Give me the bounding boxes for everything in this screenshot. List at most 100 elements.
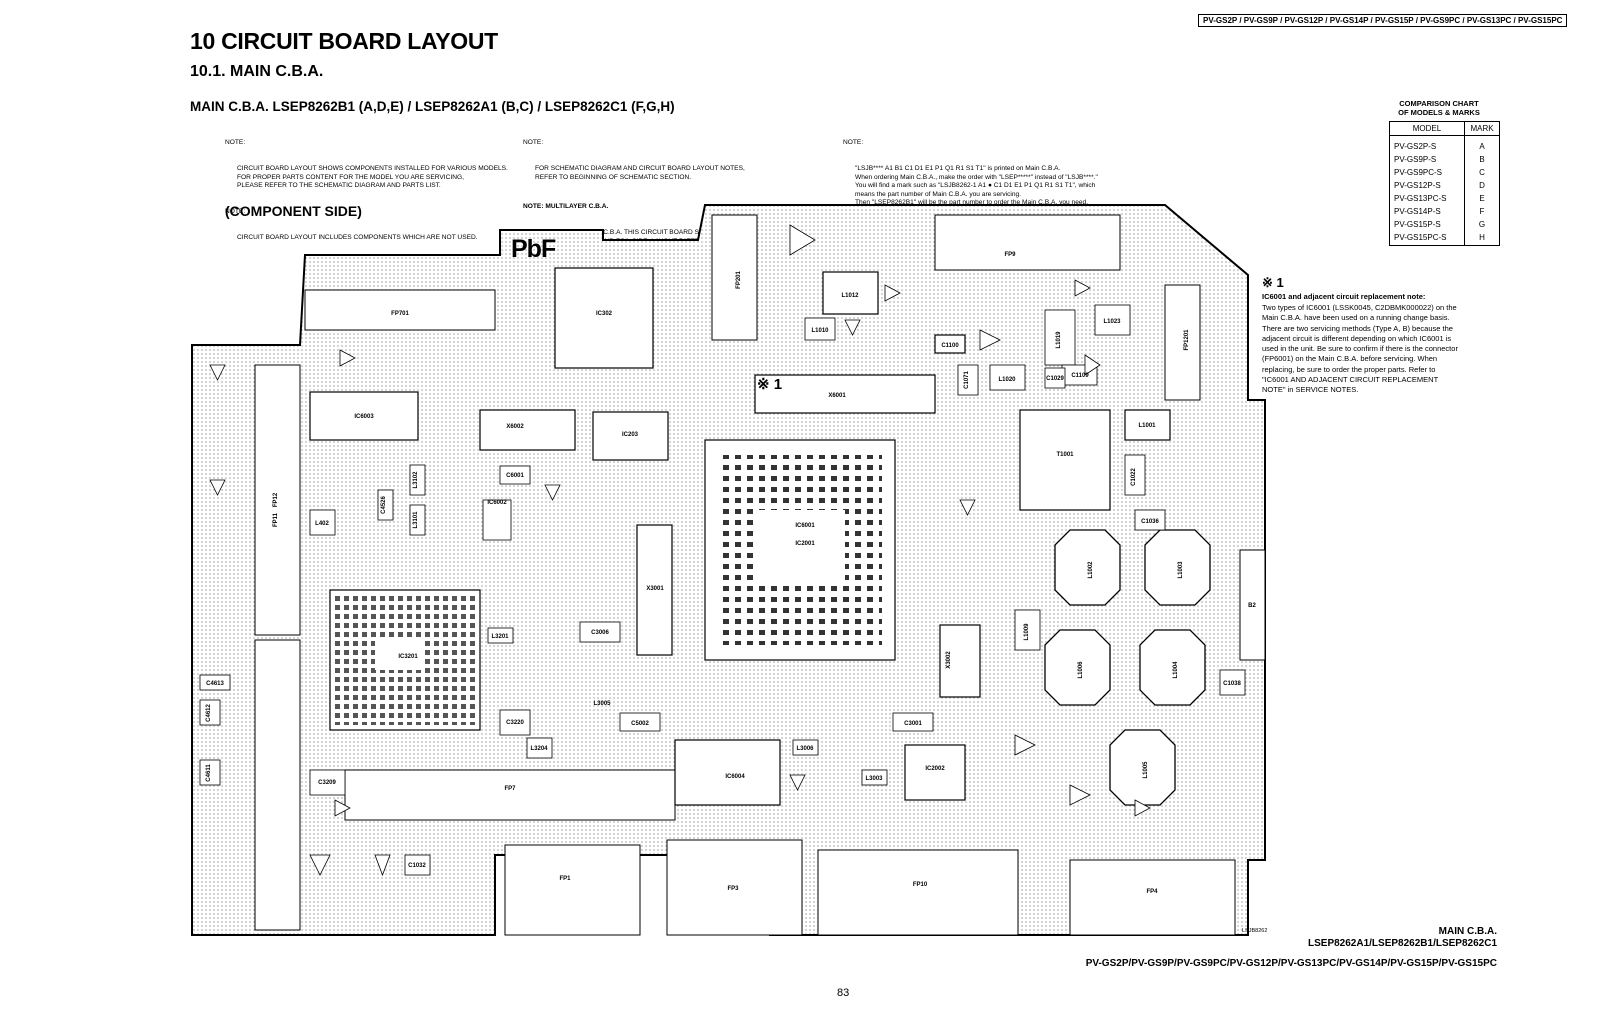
fp701-connector [304, 289, 496, 331]
c3220-label: C3220 [506, 720, 524, 726]
ic302-label: IC302 [596, 311, 613, 317]
comparison-chart-title: COMPARISON CHART OF MODELS & MARKS [1378, 99, 1500, 117]
c1022-label: C1022 [1131, 468, 1137, 486]
c5002-cap [619, 712, 661, 732]
b2-connector [1239, 549, 1266, 661]
l1003-inductor [1144, 529, 1211, 606]
l402-coil [309, 509, 336, 536]
fp201-label: FP201 [736, 271, 742, 289]
c1032-cap [404, 854, 431, 876]
note-column-1: NOTE: CIRCUIT BOARD LAYOUT SHOWS COMPONE… [225, 122, 508, 251]
transistor-symbol [544, 484, 561, 501]
ic203-label: IC203 [622, 432, 639, 438]
l1001-label: L1001 [1138, 423, 1156, 429]
t1001-transformer [1019, 409, 1111, 511]
l3201-label: L3201 [491, 634, 509, 640]
transistor-symbol [789, 224, 816, 256]
fp11-connector [254, 639, 301, 931]
c4613-cap [199, 674, 231, 691]
l1020-coil [989, 364, 1026, 391]
x3001-label: X3001 [646, 586, 664, 592]
fp11-label: FP11 [273, 512, 279, 527]
l3204-coil [526, 737, 553, 759]
l3006-coil [792, 739, 819, 756]
l1019-coil [1044, 309, 1076, 366]
fp4-connector [1069, 859, 1236, 936]
fp12-label: FP12 [273, 492, 279, 507]
l1002-label: L1002 [1088, 561, 1094, 579]
transistor-symbol [979, 329, 1001, 351]
ic6002-label: IC6002 [487, 500, 507, 506]
note-label: NOTE: [225, 207, 246, 215]
c3001-label: C3001 [904, 721, 922, 727]
fp12-connector [254, 364, 301, 636]
fp701-label: FP701 [391, 311, 409, 317]
mark-cell: F [1464, 205, 1500, 218]
c1071-label: C1071 [964, 371, 970, 389]
mark-cell: A [1464, 135, 1500, 153]
c4612-label: C4612 [206, 704, 212, 722]
ic6001-reference-mark: ※ 1 [757, 376, 783, 393]
l1023-coil [1094, 304, 1131, 336]
l3006-label: L3006 [796, 746, 814, 752]
l3005-label: L3005 [593, 701, 611, 707]
x6002-label: X6002 [506, 424, 524, 430]
ic6003-label: IC6003 [354, 414, 374, 420]
fp7-label: FP7 [504, 786, 516, 792]
note-column-3: NOTE: "LSJB**** A1 B1 C1 D1 E1 P1 Q1 R1 … [843, 122, 1098, 217]
transistor-symbol [1084, 354, 1101, 376]
note-text: FOR SCHEMATIC DIAGRAM AND CIRCUIT BOARD … [535, 164, 745, 181]
l1020-label: L1020 [998, 377, 1016, 383]
fp1201-connector [1164, 284, 1201, 401]
l3101-label: L3101 [413, 511, 419, 529]
c3006-cap [579, 621, 621, 643]
c1038-label: C1038 [1223, 681, 1241, 687]
pbf-lead-free-mark: PbF [511, 235, 556, 263]
c1071-cap [957, 364, 979, 396]
transistor-symbol [789, 774, 806, 791]
x3001-crystal [636, 524, 673, 656]
x3002-label: X3002 [946, 651, 952, 669]
transistor-symbol [1134, 799, 1151, 817]
transistor-symbol [374, 854, 391, 877]
c1036-label: C1036 [1141, 519, 1159, 525]
fp1-label: FP1 [559, 876, 571, 882]
fp3-label: FP3 [727, 886, 739, 892]
l1012-coil [822, 271, 879, 315]
ic2002-label: IC2002 [925, 766, 945, 772]
l3003-coil [861, 769, 888, 786]
t1001-label: T1001 [1056, 452, 1074, 458]
c4611-cap [199, 759, 221, 786]
ic2002-chip [904, 744, 966, 801]
c1100-label: C1100 [941, 343, 959, 349]
transistor-symbol [1074, 279, 1091, 297]
note-text: CIRCUIT BOARD LAYOUT SHOWS COMPONENTS IN… [237, 164, 508, 190]
fp10-connector [817, 849, 1019, 936]
l1004-label: L1004 [1173, 661, 1179, 679]
l1002-inductor [1054, 529, 1121, 606]
x6001-crystal [754, 374, 936, 414]
c4613-label: C4613 [206, 681, 224, 687]
chart-title-line: OF MODELS & MARKS [1398, 107, 1480, 117]
footer-part-numbers: LSEP8262A1/LSEP8262B1/LSEP8262C1 [1308, 938, 1497, 949]
l402-label: L402 [315, 521, 329, 527]
c4526-label: C4526 [381, 496, 387, 514]
x3002-crystal [939, 624, 981, 698]
c1036-cap [1134, 509, 1166, 531]
c1038-cap [1219, 669, 1246, 696]
transistor-symbol [339, 349, 356, 367]
ic6001-label: IC6001 [795, 523, 815, 529]
x6002-crystal [479, 409, 576, 451]
l3101-coil [409, 504, 426, 536]
fp9-connector [934, 214, 1121, 271]
c1022-cap [1124, 454, 1146, 496]
c3209-label: C3209 [318, 780, 336, 786]
c3001-cap [892, 712, 934, 732]
note-label: NOTE: [523, 139, 544, 147]
section-title: 10.1. MAIN C.B.A. [190, 63, 324, 80]
